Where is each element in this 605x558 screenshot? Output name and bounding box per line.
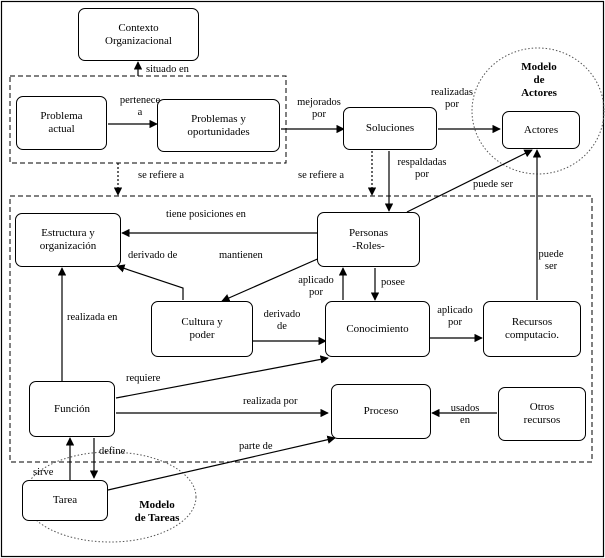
label-define: define <box>99 446 126 457</box>
label-se-refiere-a-left: se refiere a <box>138 170 185 181</box>
node-proceso: Proceso <box>331 384 431 439</box>
label-requiere: requiere <box>126 373 161 384</box>
label-tiene-posiciones-en: tiene posiciones en <box>166 209 246 220</box>
label-puede-ser-right: puede ser <box>538 249 564 272</box>
label-sirve: sirve <box>33 467 54 478</box>
dashed-group-problems <box>9 75 287 164</box>
node-estructura-organizacion: Estructura y organización <box>15 213 121 267</box>
label-aplicado-por-left: aplicado por <box>298 275 334 298</box>
label-posee: posee <box>381 277 405 288</box>
label-se-refiere-a-right: se refiere a <box>298 170 345 181</box>
label-aplicado-por-right: aplicado por <box>437 305 473 328</box>
modelo-actores-region <box>471 47 605 175</box>
node-personas-roles: Personas -Roles- <box>317 212 420 267</box>
node-contexto-organizacional: Contexto Organizacional <box>78 8 199 61</box>
node-problemas-oportunidades: Problemas y oportunidades <box>157 99 280 152</box>
label-realizada-en: realizada en <box>67 312 118 323</box>
node-otros-recursos: Otros recursos <box>498 387 586 441</box>
edge-puede-ser-top <box>406 149 533 213</box>
label-puede-ser-top: puede ser <box>473 179 513 190</box>
label-mejorados-por: mejorados por <box>297 97 341 120</box>
node-funcion: Función <box>29 381 115 437</box>
modelo-actores-title: Modelo de Actores <box>521 61 557 99</box>
edge-requiere <box>115 355 329 399</box>
modelo-tareas-title: Modelo de Tareas <box>134 499 180 524</box>
label-parte-de: parte de <box>239 441 273 452</box>
node-tarea: Tarea <box>22 480 108 521</box>
label-usados-en: usados en <box>450 403 480 426</box>
label-realizada-por: realizada por <box>243 396 298 407</box>
node-soluciones: Soluciones <box>343 107 437 150</box>
edge-derivado-de-top <box>116 264 184 300</box>
label-realizadas-por: realizadas por <box>431 87 473 110</box>
label-mantienen: mantienen <box>219 250 263 261</box>
edge-parte-de <box>107 435 336 491</box>
dashed-group-organization <box>9 195 593 463</box>
label-derivado-de-mid: derivado de <box>263 309 301 332</box>
node-recursos-computacionales: Recursos computacio. <box>483 301 581 357</box>
node-cultura-poder: Cultura y poder <box>151 301 253 357</box>
label-respaldadas-por: respaldadas por <box>397 157 447 180</box>
node-actores: Actores <box>502 111 580 149</box>
node-conocimiento: Conocimiento <box>325 301 430 357</box>
label-pertenece-a: pertenece a <box>119 95 161 118</box>
edge-mantienen <box>221 256 323 302</box>
label-situado-en: situado en <box>146 64 189 75</box>
node-problema-actual: Problema actual <box>16 96 107 150</box>
label-derivado-de-top: derivado de <box>128 250 178 261</box>
